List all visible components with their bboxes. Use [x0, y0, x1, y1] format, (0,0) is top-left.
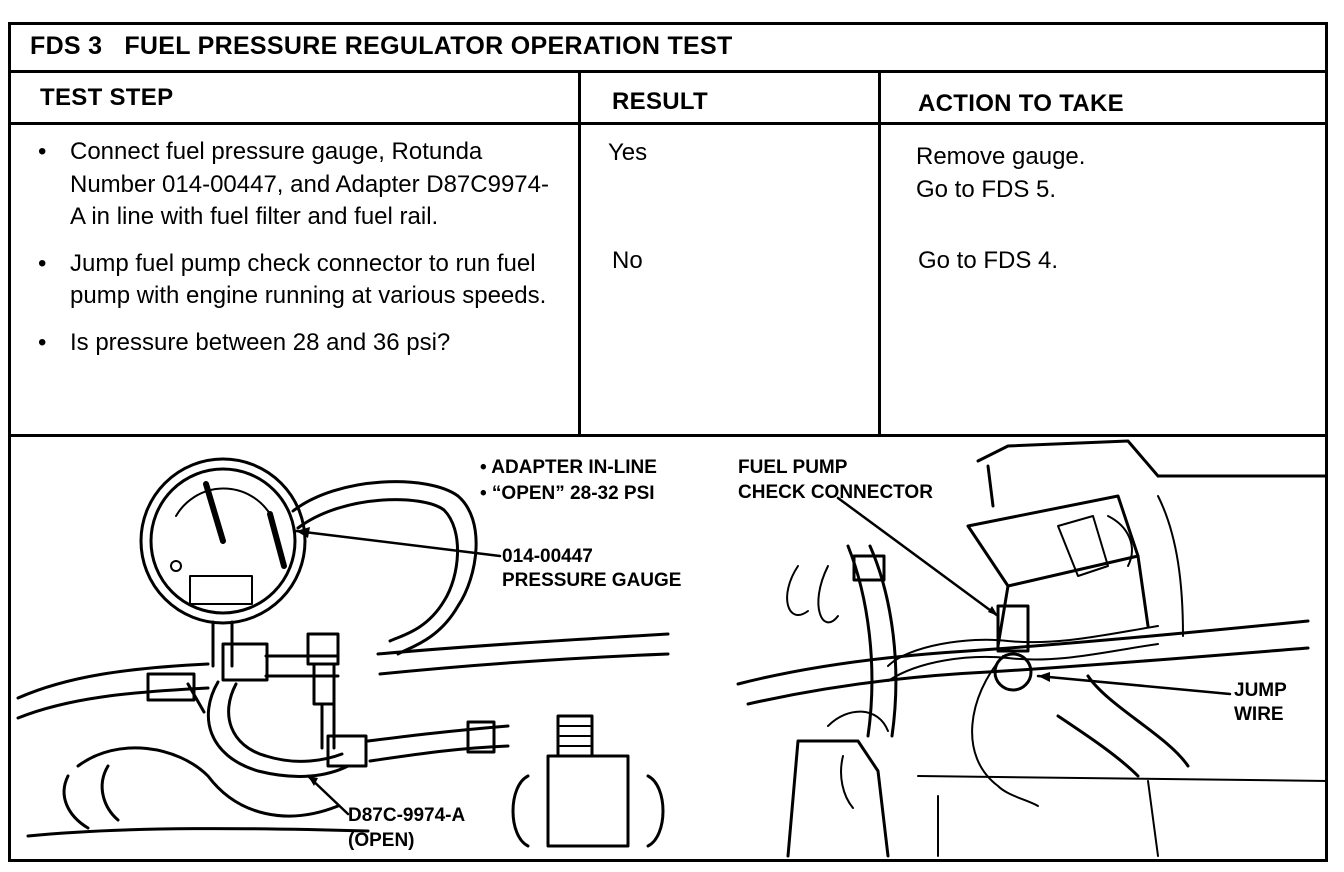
note-open-psi: • “OPEN” 28-32 PSI — [480, 483, 655, 504]
test-step-item: • Jump fuel pump check connector to run f… — [36, 248, 556, 313]
connector-label-line-1: FUEL PUMP — [738, 457, 848, 478]
result-no: No — [612, 247, 643, 274]
note-adapter-inline: • ADAPTER IN-LINE — [480, 457, 657, 478]
test-step-text: Is pressure between 28 and 36 psi? — [70, 328, 451, 356]
action-yes-line-1: Remove gauge. — [916, 143, 1086, 170]
column-header-result: RESULT — [612, 88, 709, 115]
test-step-item: • Is pressure between 28 and 36 psi? — [36, 327, 556, 360]
bullet: • — [38, 328, 47, 356]
pressure-gauge-icon — [139, 457, 307, 625]
adapter-part-number: D87C-9974-A — [348, 805, 465, 826]
column-header-test-step: TEST STEP — [40, 84, 174, 111]
column-header-action: ACTION TO TAKE — [918, 90, 1124, 117]
bullet: • — [38, 138, 47, 165]
bullet: • — [38, 249, 47, 277]
test-illustration: • ADAPTER IN-LINE • “OPEN” 28-32 PSI 014… — [16, 439, 1328, 858]
title-divider — [8, 70, 1328, 73]
gauge-part-number: 014-00447 — [502, 546, 593, 567]
test-step-text: Connect fuel pressure gauge, Rotunda Num… — [70, 138, 549, 230]
procedure-table — [8, 22, 1328, 862]
action-no-line-1: Go to FDS 4. — [918, 247, 1059, 274]
adapter-label: (OPEN) — [348, 830, 415, 851]
result-yes: Yes — [608, 139, 648, 166]
test-step-list: • Connect fuel pressure gauge, Rotunda Nu… — [36, 136, 556, 373]
procedure-title: FUEL PRESSURE REGULATOR OPERATION TEST — [124, 32, 733, 60]
test-step-text: Jump fuel pump check connector to run fu… — [70, 249, 547, 310]
test-step-item: • Connect fuel pressure gauge, Rotunda Nu… — [36, 136, 556, 234]
jump-wire-label-line-2: WIRE — [1234, 704, 1284, 725]
column-divider-2 — [878, 70, 881, 436]
gauge-label: PRESSURE GAUGE — [502, 570, 681, 591]
header-divider — [8, 122, 1328, 125]
jump-wire-label-line-1: JUMP — [1234, 680, 1287, 701]
illustration-divider — [8, 434, 1328, 437]
page-title: FDS 3 FUEL PRESSURE REGULATOR OPERATION T… — [30, 32, 733, 61]
connector-label-line-2: CHECK CONNECTOR — [738, 482, 933, 503]
column-divider-1 — [578, 70, 581, 436]
procedure-code: FDS 3 — [30, 32, 103, 60]
action-yes-line-2: Go to FDS 5. — [916, 176, 1057, 203]
